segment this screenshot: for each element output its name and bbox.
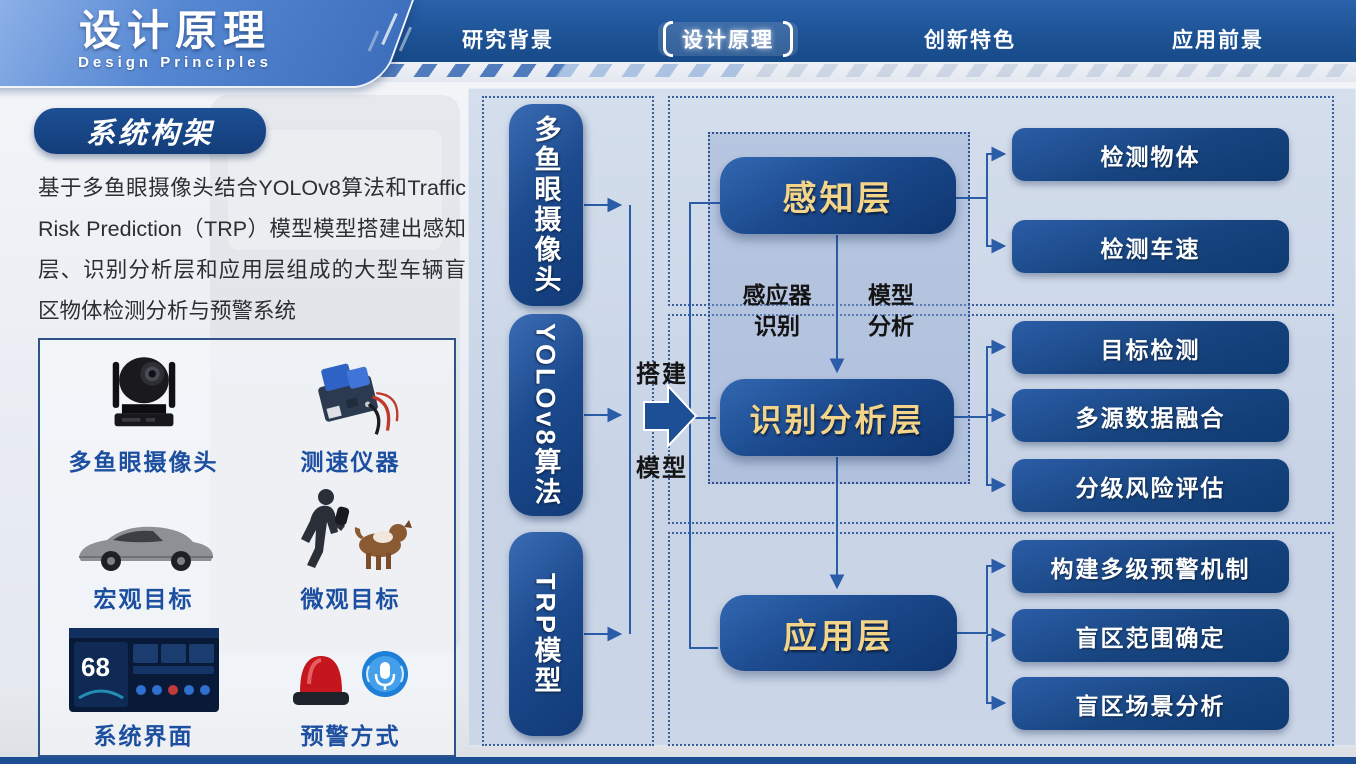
nav-tab-research-background[interactable]: 研究背景 xyxy=(438,22,578,56)
output-box-risk-assessment: 分级风险评估 xyxy=(1012,459,1289,512)
section-badge: 系统构架 xyxy=(34,108,266,154)
bracket-left-icon xyxy=(663,21,673,57)
gallery-label: 多鱼眼摄像头 xyxy=(68,449,219,475)
mid-label-line: 感应器 xyxy=(742,282,812,308)
output-box-multilevel-warning: 构建多级预警机制 xyxy=(1012,540,1289,593)
output-label: 分级风险评估 xyxy=(1075,474,1226,501)
dashboard-speed-value: 68 xyxy=(81,652,110,682)
gallery-label: 预警方式 xyxy=(300,723,401,749)
gallery-item-warning-mode: 预警方式 xyxy=(247,620,454,757)
layer-box-perception: 感知层 xyxy=(720,157,956,234)
build-label-top: 搭建 xyxy=(636,361,688,388)
output-box-detect-speed: 检测车速 xyxy=(1012,220,1289,273)
mid-label-sensor-recognition: 感应器 识别 xyxy=(722,280,832,342)
decor-stripes-faint xyxy=(755,64,1356,77)
output-box-detect-objects: 检测物体 xyxy=(1012,128,1289,181)
output-label: 构建多级预警机制 xyxy=(1050,555,1251,582)
mid-label-line: 识别 xyxy=(754,313,800,339)
nav-tab-label: 创新特色 xyxy=(924,29,1016,52)
gallery-item-macro-target: 宏观目标 xyxy=(40,483,247,620)
dashboard-screen: 68 xyxy=(68,620,219,712)
layer-label: 识别分析层 xyxy=(749,401,925,438)
mid-label-model-analysis: 模型 分析 xyxy=(836,280,946,342)
decor-stripes-light xyxy=(555,64,755,77)
gallery-item-fisheye-camera: 多鱼眼摄像头 xyxy=(40,346,247,483)
bottom-accent-bar xyxy=(0,757,1356,764)
output-label: 盲区场景分析 xyxy=(1075,692,1226,719)
output-label: 目标检测 xyxy=(1100,336,1201,363)
pedestrian-dog-icon xyxy=(288,483,414,575)
gallery-item-system-interface: 68 系统界面 xyxy=(40,620,247,757)
speed-sensor-icon xyxy=(299,346,403,438)
nav-tab-design-principles[interactable]: 设计原理 xyxy=(658,21,798,57)
bracket-right-icon xyxy=(783,21,793,57)
input-box-yolov8: YOLOv8算法 xyxy=(509,314,583,516)
nav-tab-innovation-features[interactable]: 创新特色 xyxy=(900,22,1040,56)
input-label: TRP模型 xyxy=(530,572,561,696)
gallery-label: 系统界面 xyxy=(93,723,194,749)
component-gallery: 多鱼眼摄像头 测速仪器 xyxy=(38,338,456,757)
nav-tab-label: 研究背景 xyxy=(462,29,554,52)
output-box-blindzone-range: 盲区范围确定 xyxy=(1012,609,1289,662)
page-title: 设计原理 Design Principles xyxy=(40,7,310,72)
car-icon xyxy=(69,483,219,575)
application-row-frame xyxy=(668,532,1334,746)
nav-tab-label: 设计原理 xyxy=(682,29,774,52)
layer-label: 应用层 xyxy=(783,617,894,656)
section-badge-label: 系统构架 xyxy=(85,118,214,150)
output-label: 盲区范围确定 xyxy=(1075,624,1226,651)
layer-box-recognition-analysis: 识别分析层 xyxy=(720,379,954,456)
system-description: 基于多鱼眼摄像头结合YOLOv8算法和Traffic Risk Predicti… xyxy=(38,176,466,323)
gallery-label: 微观目标 xyxy=(300,586,401,612)
gallery-label: 测速仪器 xyxy=(300,449,401,475)
input-label: 多鱼眼摄像头 xyxy=(530,115,561,295)
input-box-trp-model: TRP模型 xyxy=(509,532,583,736)
nav-tab-application-prospects[interactable]: 应用前景 xyxy=(1148,22,1288,56)
input-label: YOLOv8算法 xyxy=(530,322,561,508)
gallery-label: 宏观目标 xyxy=(93,586,194,612)
output-box-blindzone-scene: 盲区场景分析 xyxy=(1012,677,1289,730)
output-label: 多源数据融合 xyxy=(1075,404,1226,431)
fisheye-camera-icon xyxy=(98,346,190,438)
gallery-item-speed-sensor: 测速仪器 xyxy=(247,346,454,483)
siren-mic-icon xyxy=(285,620,417,712)
layer-box-application: 应用层 xyxy=(720,595,957,671)
perception-row-frame xyxy=(668,96,1334,306)
page-title-cn: 设计原理 xyxy=(78,7,271,54)
build-label-bottom: 模型 xyxy=(636,455,688,482)
output-box-multisource-fusion: 多源数据融合 xyxy=(1012,389,1289,442)
mid-label-line: 分析 xyxy=(868,313,914,339)
mid-label-line: 模型 xyxy=(868,282,914,308)
input-box-fisheye-camera: 多鱼眼摄像头 xyxy=(509,104,583,306)
nav-tab-label: 应用前景 xyxy=(1172,29,1264,52)
gallery-item-micro-target: 微观目标 xyxy=(247,483,454,620)
page-title-en: Design Principles xyxy=(78,54,272,71)
output-label: 检测车速 xyxy=(1100,235,1201,262)
layer-label: 感知层 xyxy=(782,180,894,218)
output-label: 检测物体 xyxy=(1100,143,1201,170)
output-box-target-detection: 目标检测 xyxy=(1012,321,1289,374)
